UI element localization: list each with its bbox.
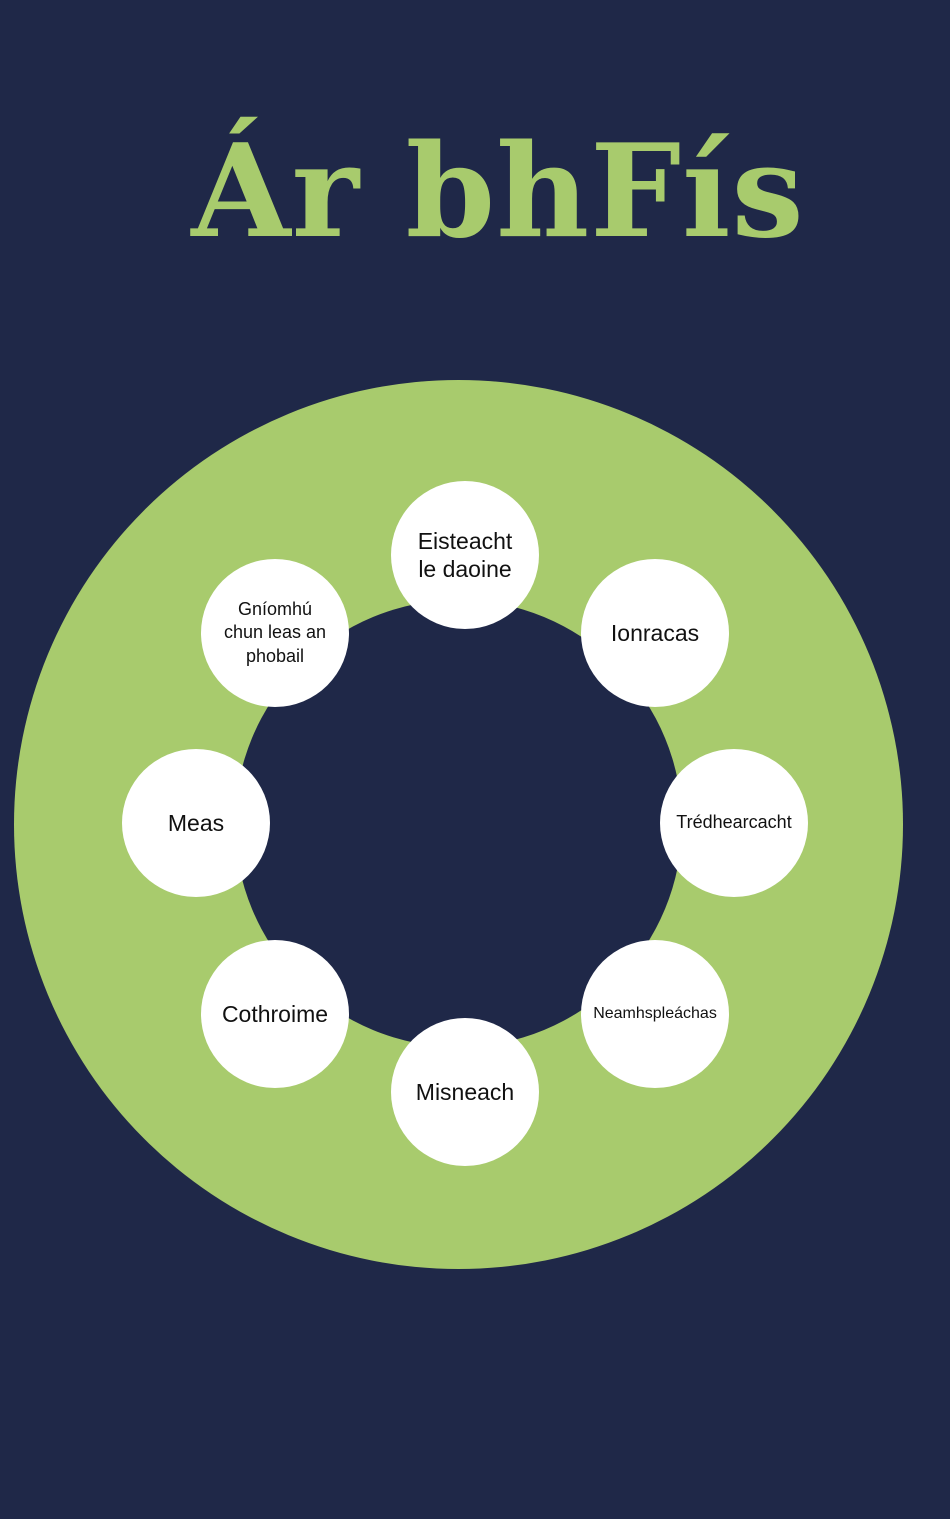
value-node-neamhspleachas: Neamhspleáchas — [581, 940, 729, 1088]
value-label: Ionracas — [610, 619, 700, 646]
value-label: Cothroime — [221, 1000, 329, 1027]
value-label: Eisteacht le daoine — [417, 527, 513, 582]
value-node-gniomhu: Gníomhú chun leas an phobail — [201, 559, 349, 707]
value-node-eisteacht: Eisteacht le daoine — [391, 481, 539, 629]
value-label: Trédhearcacht — [676, 812, 792, 833]
value-node-cothroime: Cothroime — [201, 940, 349, 1088]
value-node-meas: Meas — [122, 749, 270, 897]
value-label: Meas — [167, 809, 225, 836]
value-node-misneach: Misneach — [391, 1018, 539, 1166]
value-label: Misneach — [415, 1078, 515, 1105]
diagram-title: Ár bhFís — [191, 117, 805, 267]
value-node-ionracas: Ionracas — [581, 559, 729, 707]
value-node-tredhearcacht: Trédhearcacht — [660, 749, 808, 897]
value-label: Neamhspleáchas — [593, 1004, 717, 1022]
value-label: Gníomhú chun leas an phobail — [223, 598, 327, 666]
